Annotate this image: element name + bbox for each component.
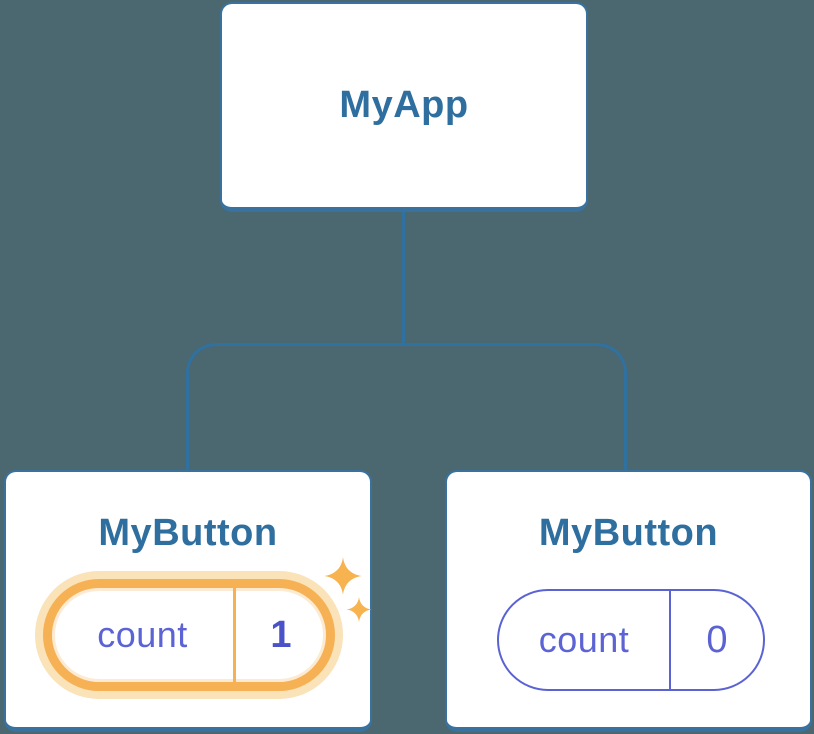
- state-name-left: count: [97, 614, 188, 655]
- state-value-right: 0: [706, 618, 728, 661]
- state-pill-plain: count 0: [497, 589, 765, 691]
- tree-node-mybutton-left: MyButton count 1: [4, 470, 372, 732]
- connector-stem: [402, 212, 405, 346]
- state-divider-left: [233, 588, 236, 682]
- state-value-left: 1: [270, 613, 292, 656]
- node-label-mybutton-right: MyButton: [538, 512, 719, 554]
- connector-branch: [186, 343, 627, 473]
- state-name-right: count: [538, 619, 630, 660]
- tree-node-myapp: MyApp: [220, 2, 588, 212]
- tree-node-mybutton-right: MyButton count 0: [445, 470, 812, 732]
- sparkle-icon: [324, 557, 372, 622]
- node-label-mybutton-left: MyButton: [98, 512, 278, 554]
- state-pill-highlighted: count 1: [43, 579, 335, 691]
- node-label-myapp: MyApp: [339, 84, 469, 126]
- state-divider-right: [669, 591, 671, 689]
